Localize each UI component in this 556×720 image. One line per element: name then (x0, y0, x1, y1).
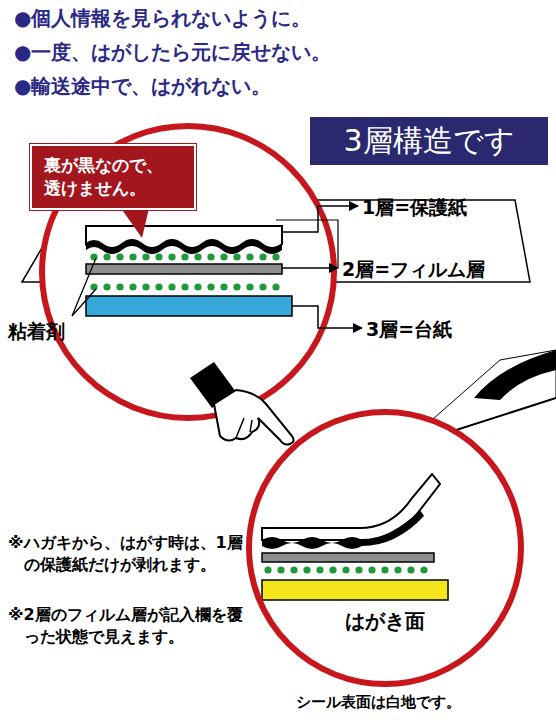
adhesive-dot (407, 566, 414, 573)
note: ※ハガキから、はがす時は、1層の保護紙だけが剥れます。 (8, 532, 256, 577)
leader-line (276, 220, 338, 268)
peel-stack (262, 474, 448, 600)
adhesive-dot (90, 253, 97, 260)
adhesive-dot (329, 566, 336, 573)
adhesive-label: 粘着剤 (8, 318, 65, 345)
adhesive-dot (155, 253, 162, 260)
adhesive-dot (381, 566, 388, 573)
film-layer (86, 264, 282, 274)
bullet-line: ●輸送途中で、はがれない。 (14, 72, 271, 100)
adhesive-dot (272, 253, 279, 260)
leader-line (72, 258, 96, 316)
node-text: はがき面 (249, 608, 521, 635)
adhesive-dot (103, 253, 110, 260)
adhesive-dot (246, 283, 253, 290)
adhesive-dot (220, 283, 227, 290)
adhesive-dot (207, 283, 214, 290)
pointing-hand (190, 362, 294, 445)
adhesive-dot (272, 283, 279, 290)
adhesive-dot (142, 253, 149, 260)
layer-stack (86, 226, 292, 316)
adhesive-dot (233, 253, 240, 260)
leader-line (282, 206, 358, 232)
layer-label: 1層=保護紙 (362, 194, 467, 221)
adhesive-dot (103, 283, 110, 290)
adhesive-dot (129, 283, 136, 290)
magnify-ring (249, 412, 521, 684)
adhesive-dot (194, 283, 201, 290)
adhesive-dot (220, 253, 227, 260)
black-back (86, 240, 282, 254)
adhesive-dot (168, 283, 175, 290)
node-text: 裏が黒なので、 透けません。 (44, 154, 182, 200)
adhesive-dot (181, 253, 188, 260)
adhesive-dot (264, 566, 271, 573)
adhesive-dot (246, 253, 253, 260)
adhesive-dot (259, 283, 266, 290)
node-text: 3層構造です (343, 121, 514, 162)
adhesive-dot (355, 566, 362, 573)
adhesive-dot (142, 283, 149, 290)
adhesive-dot (290, 566, 297, 573)
adhesive-dot (181, 283, 188, 290)
adhesive-dot (303, 566, 310, 573)
note: ※2層のフィルム層が記入欄を覆った状態で見えます。 (8, 604, 256, 649)
adhesive-dot (259, 253, 266, 260)
adhesive-dot (420, 566, 427, 573)
bullet-line: ●個人情報を見られないように。 (14, 4, 311, 32)
adhesive-dot (168, 253, 175, 260)
layer-label: 3層=台紙 (366, 316, 452, 343)
title-banner: 3層構造です (310, 117, 548, 165)
adhesive-dots (90, 253, 279, 290)
adhesive-dot (394, 566, 401, 573)
layer-label: 2層=フィルム層 (342, 256, 485, 283)
bullet-line: ●一度、はがしたら元に戻せない。 (14, 38, 331, 66)
magnify-circle (249, 412, 521, 684)
adhesive-dot (155, 283, 162, 290)
footer-note: シール表面は白地です。 (296, 692, 461, 713)
base-paper (86, 296, 292, 316)
adhesive-dot (194, 253, 201, 260)
leader-line (282, 267, 338, 269)
adhesive-dot (207, 253, 214, 260)
leader-line (292, 306, 362, 328)
adhesive-dot (233, 283, 240, 290)
adhesive-dot (316, 566, 323, 573)
adhesive-dot (342, 566, 349, 573)
adhesive-dot (90, 283, 97, 290)
adhesive-dot (368, 566, 375, 573)
adhesive-dot (277, 566, 284, 573)
callout-box: 裏が黒なので、 透けません。 (30, 144, 196, 210)
magnify-region: はがき面 (249, 412, 521, 684)
adhesive-dot (129, 253, 136, 260)
adhesive-dot (116, 283, 123, 290)
adhesive-dot (116, 253, 123, 260)
